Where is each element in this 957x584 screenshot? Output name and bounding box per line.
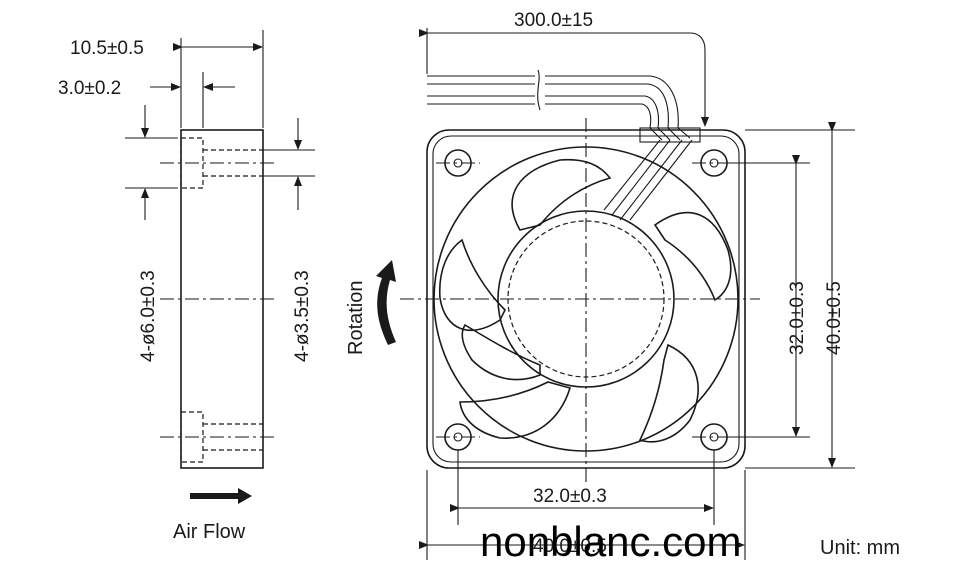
rotation-label: Rotation [345,281,367,356]
unit-label: Unit: mm [820,537,900,559]
counterbore-dimension: 4-ø6.0±0.3 [125,105,178,362]
hole-pitch-h-dim-text: 32.0±0.3 [533,486,607,507]
rotation-indicator: Rotation [345,260,396,355]
counterbore-dim-text: 4-ø6.0±0.3 [138,270,159,362]
lead-length-dimension: 300.0±15 [419,10,709,127]
airflow-arrow-icon [190,488,252,504]
thickness-dimension: 10.5±0.5 [70,30,264,128]
fan-blades [438,158,732,443]
lead-wires [427,69,701,221]
airflow-label: Air Flow [173,521,246,543]
fan-blade [653,211,732,302]
hole-pitch-h-dimension: 32.0±0.3 [450,450,715,525]
hole-pitch-v-dim-text: 32.0±0.3 [787,281,808,355]
hole-dim-text: 4-ø3.5±0.3 [292,270,313,362]
airflow-indicator: Air Flow [173,488,252,543]
hole-dimension: 4-ø3.5±0.3 [263,118,315,362]
front-view: 300.0±15 Rotation 32.0±0.3 40.0±0.5 32.0… [345,10,855,560]
fan-blade [638,343,699,443]
frame-height-dim-text: 40.0±0.5 [824,281,845,355]
hole-pitch-v-dimension: 32.0±0.3 [728,155,810,438]
lead-length-dim-text: 300.0±15 [514,10,593,31]
fan-blade [461,323,541,381]
fan-blade [511,158,612,231]
side-top-mount-hole [180,137,263,189]
frame-width-dim-text: 40.0±0.5 [533,536,607,557]
frame-height-dimension: 40.0±0.5 [745,122,855,469]
frame-width-dimension: 40.0±0.5 [419,470,746,560]
side-view: 10.5±0.5 3.0±0.2 4-ø6.0±0.3 4-ø3.5±0.3 [58,30,315,543]
fan-blade [438,238,506,331]
flange-dimension: 3.0±0.2 [58,72,235,128]
flange-dim-text: 3.0±0.2 [58,78,121,99]
side-bottom-mount-hole [180,411,263,463]
thickness-dim-text: 10.5±0.5 [70,38,144,59]
fan-blade [459,381,572,439]
rotation-arrow-icon [376,260,396,345]
watermark: nonblanc.com [480,518,742,565]
